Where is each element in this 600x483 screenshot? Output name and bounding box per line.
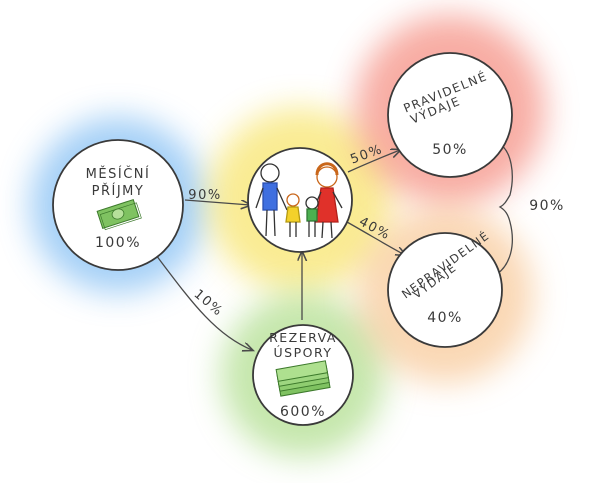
income-to-family-label: 90%	[188, 188, 221, 203]
reserve-title: REZERVA	[269, 330, 337, 345]
arrow-income-to-family	[184, 199, 250, 205]
arrow-family-to-irregular	[346, 221, 405, 255]
banknote-stack-icon	[275, 360, 331, 397]
family-icon	[255, 162, 343, 239]
income-subtitle: PŘÍJMY	[92, 183, 145, 199]
irregular-expenses-value: 40%	[427, 310, 463, 326]
income-value: 100%	[95, 235, 141, 251]
expenses-total-label: 90%	[529, 198, 565, 214]
arrow-family-to-regular	[347, 150, 400, 173]
reserve-subtitle: ÚSPORY	[274, 345, 333, 360]
expenses-brace	[496, 142, 513, 275]
regular-expenses-node	[387, 52, 513, 178]
income-title: MĚSÍČNÍ	[86, 166, 151, 182]
banknote-icon	[96, 198, 142, 231]
regular-expenses-value: 50%	[432, 142, 468, 158]
arrow-income-to-reserve	[155, 254, 252, 350]
income-to-reserve-label: 10%	[191, 287, 226, 320]
reserve-value: 600%	[280, 404, 326, 420]
irregular-expenses-node	[387, 232, 503, 348]
